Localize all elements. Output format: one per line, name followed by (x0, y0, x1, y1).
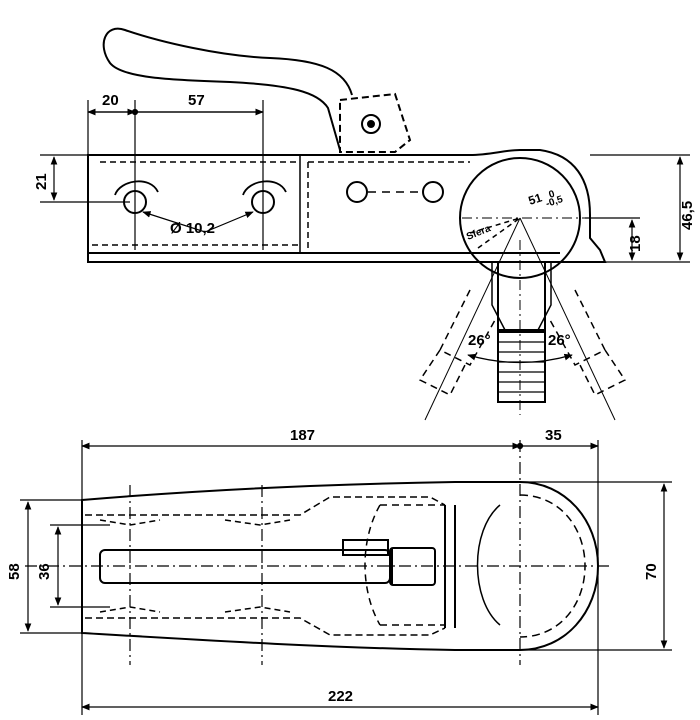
top-view-dimensions (20, 440, 672, 715)
dim-ball-tol-upper: 0 (548, 189, 557, 201)
dim-21: 21 (33, 173, 50, 190)
body-hole-2 (422, 181, 444, 203)
handle-pivot (339, 92, 412, 153)
dim-57: 57 (188, 92, 205, 109)
dim-18: 18 (627, 235, 644, 252)
coupling-body (87, 149, 607, 263)
dim-187: 187 (290, 427, 315, 444)
dim-ball-tol: -0,5 (545, 194, 565, 210)
ball-shank (497, 262, 546, 331)
dim-46-5: 46,5 (679, 201, 696, 230)
dim-20: 20 (102, 92, 119, 109)
thread-stub (497, 331, 546, 403)
body-hole-1 (346, 181, 368, 203)
dim-angle-left: 26° (468, 332, 491, 349)
dim-222: 222 (328, 688, 353, 705)
dim-hole-dia: Ø 10,2 (170, 220, 215, 237)
side-view-dimensions (40, 100, 690, 263)
dim-58: 58 (6, 563, 23, 580)
ball-socket (459, 157, 581, 279)
dim-35: 35 (545, 427, 562, 444)
side-view (87, 27, 627, 421)
handle-lever (102, 27, 353, 151)
dim-angle-right: 26° (548, 332, 571, 349)
pivot-bolt (361, 114, 381, 134)
dim-36: 36 (36, 563, 53, 580)
dim-ball-dia: 51 (527, 190, 544, 208)
dim-70: 70 (643, 563, 660, 580)
